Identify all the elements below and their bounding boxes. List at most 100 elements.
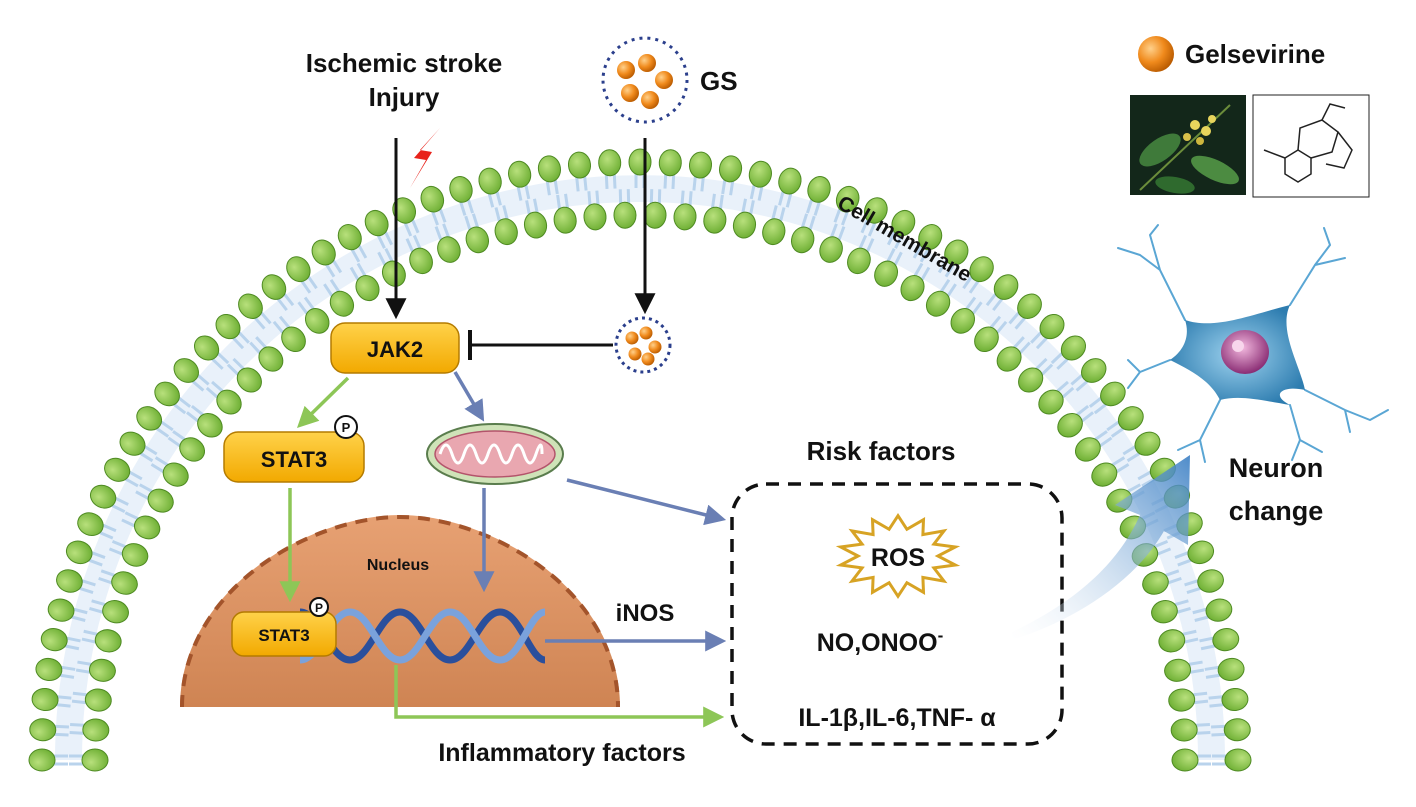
lipid-head: [381, 260, 406, 287]
lipid-head: [94, 629, 122, 653]
lipid-head: [197, 412, 223, 438]
lipid-head: [286, 256, 311, 283]
lipid-head: [874, 260, 899, 287]
lipid-head: [193, 335, 220, 361]
lipid-head: [31, 687, 59, 712]
inos-label: iNOS: [616, 600, 675, 627]
jak2-label: JAK2: [367, 337, 423, 362]
lipid-head: [918, 224, 943, 251]
lipid-head: [900, 274, 925, 302]
lipid-head: [567, 151, 592, 179]
lipid-head: [136, 406, 163, 431]
lipid-head: [329, 290, 355, 317]
lipid-head: [1170, 718, 1198, 742]
lipid-head: [628, 148, 652, 176]
lipid-head: [364, 209, 389, 237]
gs-vesicle-inside: [614, 316, 672, 374]
dna-helix: [299, 608, 546, 664]
stat3-nuclear-label: STAT3: [258, 626, 309, 645]
lipid-head: [969, 256, 994, 283]
gelsevirine-structure-image: [1252, 94, 1370, 198]
gelsevirine-sphere-icon: [1138, 36, 1174, 72]
lipid-head: [261, 274, 287, 300]
lipid-head: [88, 658, 116, 682]
stat3-nuclear-node: STAT3 P: [231, 597, 337, 657]
lipid-head: [598, 149, 622, 177]
no-onoo-label: NO,ONOO-: [817, 626, 944, 657]
lipid-head: [104, 457, 131, 482]
jak2-node: JAK2: [330, 322, 460, 374]
lipid-head: [762, 218, 786, 246]
lipid-head: [35, 657, 63, 681]
lipid-head: [673, 203, 697, 231]
gs-inhibits-jak2: [468, 330, 613, 360]
lipid-head: [1168, 688, 1196, 712]
lipid-head: [613, 201, 637, 229]
lipid-head: [1205, 598, 1233, 622]
lipid-head: [719, 155, 743, 183]
lipid-head: [643, 201, 667, 229]
lipid-head: [28, 748, 56, 772]
lipid-head: [996, 346, 1022, 372]
lipid-head: [337, 224, 362, 251]
nucleus-label: Nucleus: [367, 557, 429, 574]
ros-label: ROS: [871, 544, 925, 572]
lipid-head: [1224, 748, 1252, 772]
stat3-cytoplasm-node: STAT3 P: [223, 415, 365, 483]
lipid-head: [1187, 540, 1215, 565]
lipid-head: [238, 293, 263, 319]
lipid-head: [1164, 658, 1192, 682]
lipid-head: [1018, 367, 1044, 393]
lipid-head: [420, 185, 445, 213]
lipid-head: [494, 218, 518, 246]
lipid-head: [1217, 657, 1245, 681]
lipid-head: [236, 367, 262, 393]
lipid-head: [925, 290, 951, 317]
injury-label-line1: Ischemic stroke: [306, 48, 503, 78]
lipid-head: [688, 151, 713, 179]
lipid-head: [891, 209, 916, 237]
lipid-head: [1171, 748, 1199, 772]
lipid-head: [1223, 718, 1251, 742]
lipid-head: [1057, 412, 1083, 438]
lipid-head: [281, 326, 306, 353]
lipid-head: [950, 308, 976, 334]
lipid-head: [56, 569, 83, 593]
lipid-head: [508, 160, 532, 188]
lipid-head: [863, 197, 888, 224]
lipid-head: [1134, 431, 1161, 456]
lipid-head: [215, 313, 241, 340]
lipid-head: [179, 437, 206, 462]
gelsevirine-label: Gelsevirine: [1185, 39, 1325, 69]
inflammatory-factors-arrow: [394, 665, 725, 728]
lipid-head: [311, 239, 336, 266]
lipid-head: [974, 326, 999, 353]
mitochondrion-icon: [426, 423, 564, 485]
lipid-head: [65, 540, 93, 565]
lipid-head: [392, 197, 417, 224]
lipid-head: [119, 431, 146, 456]
lipid-head: [790, 226, 815, 254]
lipid-head: [1091, 462, 1118, 487]
lipid-head: [1038, 389, 1064, 415]
lipid-head: [1158, 629, 1186, 653]
neuron-cell-icon: [1117, 224, 1389, 463]
lipid-head: [847, 247, 871, 275]
lipid-head: [1039, 313, 1065, 340]
neuron-change-line1: Neuron: [1229, 453, 1324, 483]
injury-label-line2: Injury: [369, 82, 440, 112]
lipid-head: [173, 358, 199, 383]
lightning-bolt-icon: [410, 128, 440, 188]
lipid-head: [1197, 569, 1224, 593]
ros-burst-icon: [835, 512, 961, 600]
lipid-head: [748, 160, 772, 188]
lipid-head: [1142, 571, 1169, 595]
lipid-head: [121, 543, 149, 567]
risk-factors-box: [730, 482, 1064, 746]
mitochondrion-to-ros-arrow: [566, 478, 727, 526]
gs-vesicle-top: [601, 36, 689, 124]
stat3-cytoplasm-label: STAT3: [261, 447, 327, 472]
lipid-head: [162, 462, 189, 487]
lipid-head: [1060, 335, 1087, 361]
